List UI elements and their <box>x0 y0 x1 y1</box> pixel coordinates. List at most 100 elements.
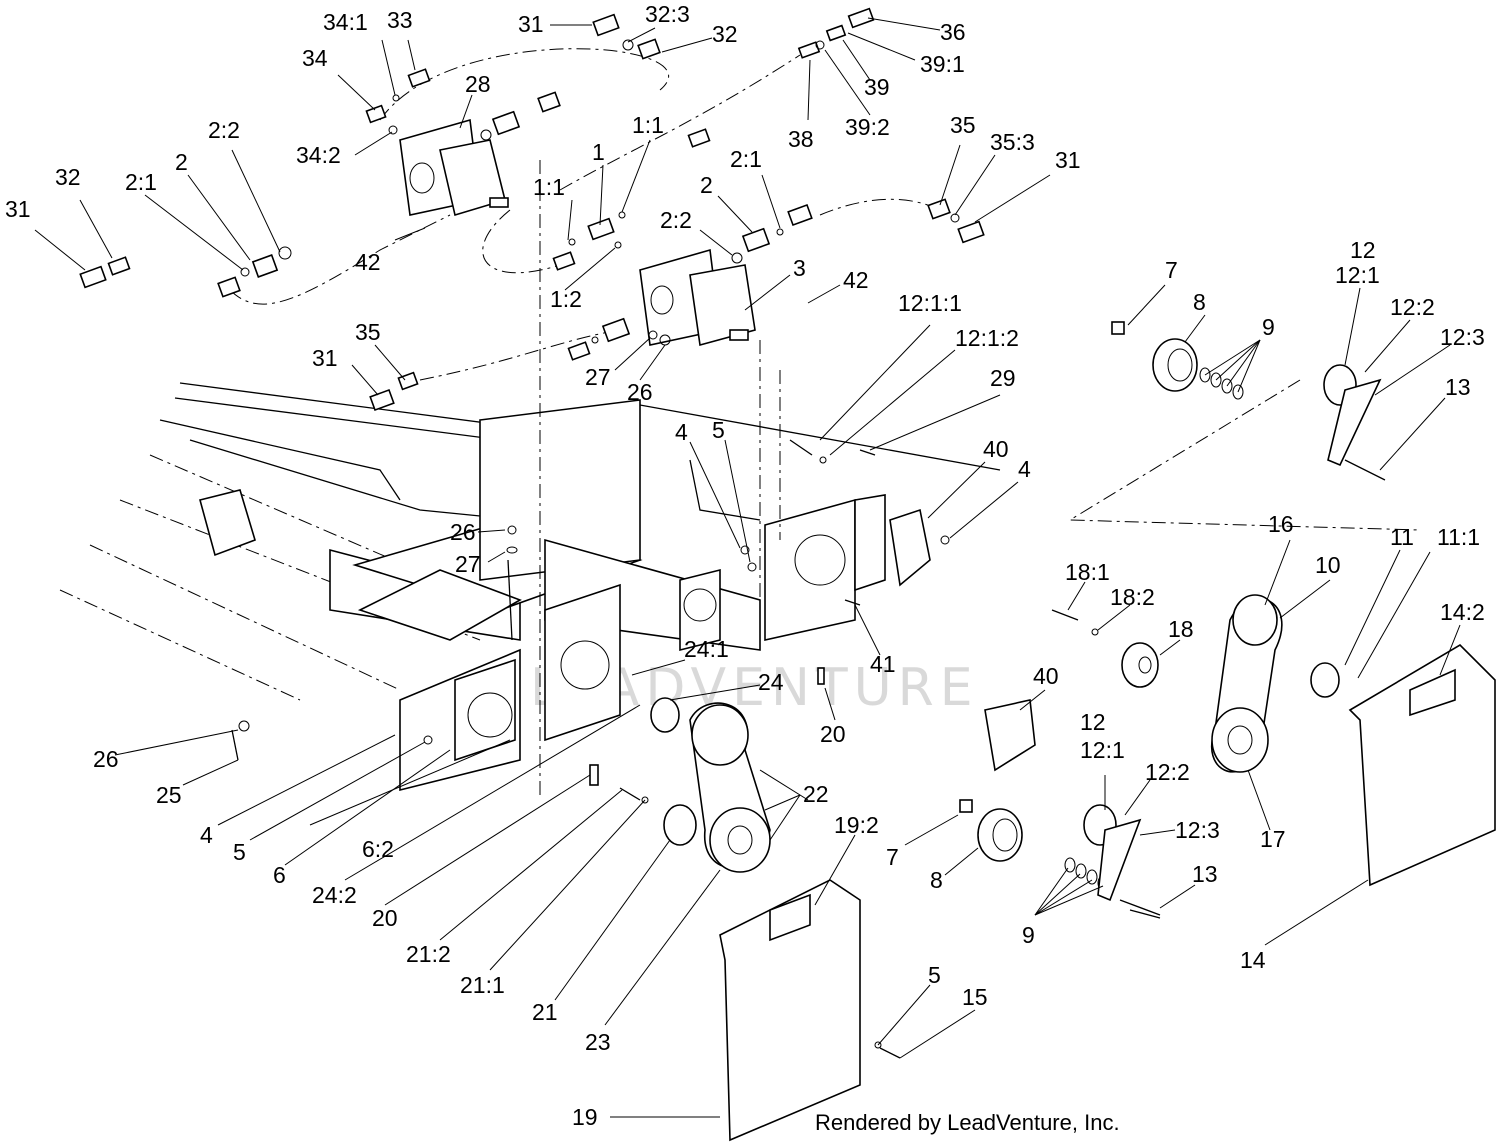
callout-8: 8 <box>930 867 943 893</box>
callout-29: 29 <box>990 365 1016 391</box>
callout-26: 26 <box>627 379 653 405</box>
callout-21: 21 <box>532 999 558 1025</box>
idler-arm-upper <box>1323 364 1386 481</box>
hydraulic-pump-3 <box>639 248 756 347</box>
callout-27: 27 <box>455 551 481 577</box>
belt-cover-19 <box>719 879 861 1142</box>
callout-34-1: 34:1 <box>323 9 368 35</box>
frame-assembly <box>59 160 1001 800</box>
callout-11: 11 <box>1390 524 1414 550</box>
callout-39-1: 39:1 <box>920 51 965 77</box>
callout-22: 22 <box>803 781 829 807</box>
callout-2-1: 2:1 <box>125 169 157 195</box>
callout-11-1: 11:1 <box>1437 524 1480 550</box>
callout-5: 5 <box>928 962 941 988</box>
callout-42: 42 <box>843 267 869 293</box>
hub-21 <box>663 804 697 846</box>
callout-12-3: 12:3 <box>1175 817 1220 843</box>
hub-24 <box>650 697 680 733</box>
callout-18-1: 18:1 <box>1065 559 1110 585</box>
callout-12-1-1: 12:1:1 <box>898 290 962 316</box>
callout-35: 35 <box>950 112 976 138</box>
callout-13: 13 <box>1445 374 1471 400</box>
belt-right <box>1210 594 1283 773</box>
callout-2: 2 <box>700 172 713 198</box>
callout-19: 19 <box>572 1104 598 1130</box>
callout-12-1: 12:1 <box>1335 262 1380 288</box>
callout-1-1: 1:1 <box>632 112 664 138</box>
callout-5: 5 <box>233 839 246 865</box>
callout-42: 42 <box>355 249 381 275</box>
callout-40: 40 <box>1033 663 1059 689</box>
callout-2-2: 2:2 <box>208 117 240 143</box>
callout-24: 24 <box>758 669 784 695</box>
callout-35-3: 35:3 <box>990 129 1035 155</box>
callout-32: 32 <box>55 164 81 190</box>
callout-24-1: 24:1 <box>684 636 729 662</box>
mount-plate-40-lower <box>984 699 1036 772</box>
hub-18 <box>1121 642 1159 688</box>
callout-14: 14 <box>1240 947 1266 973</box>
callout-14-2: 14:2 <box>1440 599 1485 625</box>
hose-fittings <box>79 7 985 412</box>
callout-3: 3 <box>793 255 806 281</box>
callout-2-1: 2:1 <box>730 146 762 172</box>
callout-23: 23 <box>585 1029 611 1055</box>
callout-21-1: 21:1 <box>460 972 505 998</box>
callout-28: 28 <box>465 71 491 97</box>
callout-40: 40 <box>983 436 1009 462</box>
callout-32: 32 <box>712 21 738 47</box>
callout-6-2: 6:2 <box>362 836 394 862</box>
callout-27: 27 <box>585 364 611 390</box>
callout-16: 16 <box>1268 511 1294 537</box>
callout-2-2: 2:2 <box>660 207 692 233</box>
callout-18-2: 18:2 <box>1110 584 1155 610</box>
callout-9: 9 <box>1022 922 1035 948</box>
callout-33: 33 <box>387 7 413 33</box>
callout-26: 26 <box>450 519 476 545</box>
callout-1: 1 <box>592 139 605 165</box>
callout-31: 31 <box>5 196 31 222</box>
callout-20: 20 <box>820 721 846 747</box>
callout-8: 8 <box>1193 289 1206 315</box>
callout-15: 15 <box>962 984 988 1010</box>
callout-2: 2 <box>175 149 188 175</box>
callout-1-1: 1:1 <box>533 174 565 200</box>
mount-plate-40-upper <box>889 508 931 587</box>
idler-arm-lower <box>1083 804 1161 916</box>
belt-left <box>689 702 771 873</box>
hydraulic-pump-28 <box>399 118 509 217</box>
footer-credit: Rendered by LeadVenture, Inc. <box>815 1110 1120 1135</box>
callout-24-2: 24:2 <box>312 882 357 908</box>
callout-34: 34 <box>302 45 328 71</box>
callout-39-2: 39:2 <box>845 114 890 140</box>
callout-26: 26 <box>93 746 119 772</box>
callout-10: 10 <box>1315 552 1341 578</box>
callout-6: 6 <box>273 862 286 888</box>
idler-pulley-upper <box>1111 321 1244 400</box>
callout-38: 38 <box>788 126 814 152</box>
callout-18: 18 <box>1168 616 1194 642</box>
callout-21-2: 21:2 <box>406 941 451 967</box>
bolts-hardware <box>231 439 1161 1059</box>
callout-12: 12 <box>1350 237 1376 263</box>
callout-31: 31 <box>1055 147 1081 173</box>
callout-31: 31 <box>312 345 338 371</box>
callout-13: 13 <box>1192 861 1218 887</box>
callout-12-2: 12:2 <box>1390 294 1435 320</box>
callout-36: 36 <box>940 19 966 45</box>
callout-20: 20 <box>372 905 398 931</box>
callout-4: 4 <box>1018 456 1031 482</box>
callout-9: 9 <box>1262 314 1275 340</box>
belt-cover-14 <box>1348 643 1496 887</box>
callout-12: 12 <box>1080 709 1106 735</box>
callout-12-3: 12:3 <box>1440 324 1485 350</box>
callout-34-2: 34:2 <box>296 142 341 168</box>
callout-4: 4 <box>200 822 213 848</box>
callout-25: 25 <box>156 782 182 808</box>
callout-19-2: 19:2 <box>834 812 879 838</box>
callout-32-3: 32:3 <box>645 1 690 27</box>
callout-35: 35 <box>355 319 381 345</box>
callout-17: 17 <box>1260 826 1286 852</box>
